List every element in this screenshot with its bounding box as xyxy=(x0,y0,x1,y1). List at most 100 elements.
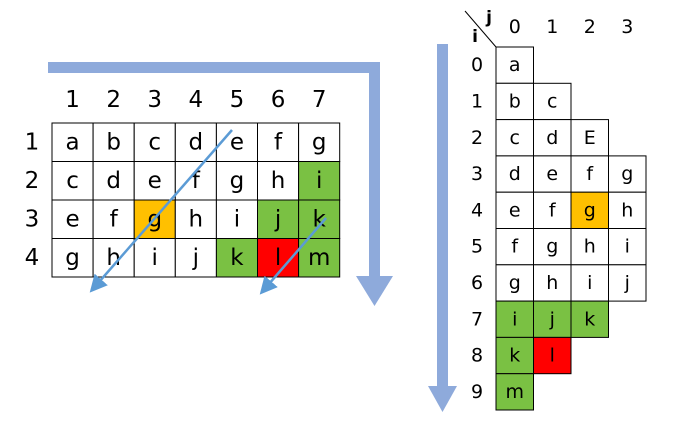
right-grid-cell xyxy=(570,300,609,338)
left-grid-cell xyxy=(174,199,217,239)
right-grid-cell-text: a xyxy=(509,54,521,76)
left-col-header: 7 xyxy=(312,87,327,113)
right-row-header: 0 xyxy=(471,54,483,76)
right-grid-cell xyxy=(570,119,609,157)
right-grid-cell xyxy=(495,228,534,266)
left-grid-cell xyxy=(215,238,258,278)
left-grid-cell xyxy=(298,238,341,278)
left-grid-cell xyxy=(215,199,258,239)
left-grid-cell xyxy=(92,238,135,278)
right-grid-cell-text: i xyxy=(625,236,630,258)
left-grid: 12345671234abcdefgcdefghiefghijkghijklm xyxy=(25,87,341,278)
right-grid-cell-text: f xyxy=(511,236,519,258)
left-row-header: 4 xyxy=(25,245,40,271)
right-grid-cell-text: g xyxy=(584,199,596,221)
corner-i-label: i xyxy=(472,27,478,47)
right-row-header: 3 xyxy=(471,163,483,185)
right-grid-cell xyxy=(608,228,647,266)
left-row-header: 1 xyxy=(25,129,40,155)
left-grid-cell-text: k xyxy=(312,206,326,232)
right-row-header: 2 xyxy=(471,127,483,149)
left-grid-cell-text: c xyxy=(148,129,161,155)
right-col-header: 1 xyxy=(546,16,558,38)
left-grid-cell-text: f xyxy=(192,168,201,194)
right-grid-cell-text: h xyxy=(546,272,558,294)
right-grid-cell-text: i xyxy=(587,272,592,294)
right-row-header: 6 xyxy=(471,272,483,294)
right-grid-cell xyxy=(608,264,647,302)
left-grid-cell-text: d xyxy=(189,129,204,155)
right-grid-cell-text: k xyxy=(509,345,520,367)
left-grid-cell xyxy=(257,199,300,239)
right-row-header: 5 xyxy=(471,236,483,258)
left-col-header: 3 xyxy=(147,87,162,113)
right-down-arrow xyxy=(428,44,457,412)
left-col-header: 2 xyxy=(106,87,121,113)
right-grid-cell-text: c xyxy=(510,127,520,149)
diagonal-arrow-long xyxy=(89,129,233,293)
right-grid-cell-text: d xyxy=(546,127,558,149)
left-col-header: 5 xyxy=(230,87,245,113)
right-grid-cell xyxy=(533,336,572,375)
left-grid-cell xyxy=(215,161,258,201)
left-grid-cell-text: l xyxy=(275,245,281,271)
right-grid-cell-text: h xyxy=(621,199,633,221)
left-grid-cell-text: g xyxy=(230,168,245,194)
right-grid-cell-text: f xyxy=(586,163,594,185)
right-grid-cell xyxy=(495,264,534,302)
right-grid-cell-text: m xyxy=(505,381,524,403)
right-grid-cell-text: h xyxy=(584,236,596,258)
right-grid-cell-text: c xyxy=(547,90,557,112)
right-grid-cell xyxy=(495,155,534,193)
left-grid-cell-text: f xyxy=(110,206,119,232)
right-grid-cell-text: e xyxy=(509,199,521,221)
left-grid-cell xyxy=(257,122,300,162)
right-row-header: 9 xyxy=(471,381,483,403)
left-grid-cell xyxy=(92,161,135,201)
diagonal-arrows xyxy=(89,129,327,295)
right-grid-cell-text: j xyxy=(624,272,630,294)
right-grid-cell-text: E xyxy=(584,127,596,149)
left-grid-cell-text: i xyxy=(316,168,322,194)
left-grid-cell-text: e xyxy=(148,168,162,194)
left-grid-cell xyxy=(298,161,341,201)
right-col-header: 2 xyxy=(584,16,596,38)
right-row-header: 1 xyxy=(471,90,483,112)
left-grid-cell-text: d xyxy=(106,168,121,194)
left-flow-arrow xyxy=(48,62,393,306)
left-grid-cell-text: h xyxy=(106,245,121,271)
right-col-header: 0 xyxy=(509,16,521,38)
left-grid-cell xyxy=(298,199,341,239)
left-grid-cell-text: f xyxy=(274,129,283,155)
right-grid-cell xyxy=(570,228,609,266)
right-col-header: 3 xyxy=(621,16,633,38)
right-grid-cell-text: l xyxy=(550,345,555,367)
right-grid-cell-text: g xyxy=(546,236,558,258)
left-col-header: 6 xyxy=(271,87,286,113)
left-grid-cell-text: h xyxy=(189,206,204,232)
left-grid-cell xyxy=(174,161,217,201)
right-grid-cell xyxy=(608,191,647,229)
right-row-header: 7 xyxy=(471,308,483,330)
diagonal-arrow-short xyxy=(259,217,327,295)
left-grid-cell xyxy=(298,122,341,162)
right-grid-cell xyxy=(495,300,534,338)
left-grid-cell-text: e xyxy=(65,206,79,232)
left-grid-cell-text: b xyxy=(106,129,121,155)
corner-divider xyxy=(464,10,497,48)
left-grid-cell-text: j xyxy=(192,245,199,271)
right-row-header: 4 xyxy=(471,199,483,221)
left-grid-cell-text: g xyxy=(65,245,80,271)
left-grid-cell-text: i xyxy=(234,206,240,232)
right-grid-cell-text: f xyxy=(549,199,557,221)
left-grid-cell-text: g xyxy=(312,129,327,155)
right-grid-cell-text: g xyxy=(621,163,633,185)
right-grid-cell xyxy=(533,191,572,229)
right-grid-cell xyxy=(495,373,534,411)
right-grid-cell-text: e xyxy=(546,163,558,185)
left-grid-cell xyxy=(133,238,176,278)
right-row-header: 8 xyxy=(471,345,483,367)
left-grid-cell-text: m xyxy=(308,245,330,271)
left-grid-cell-text: a xyxy=(65,129,79,155)
